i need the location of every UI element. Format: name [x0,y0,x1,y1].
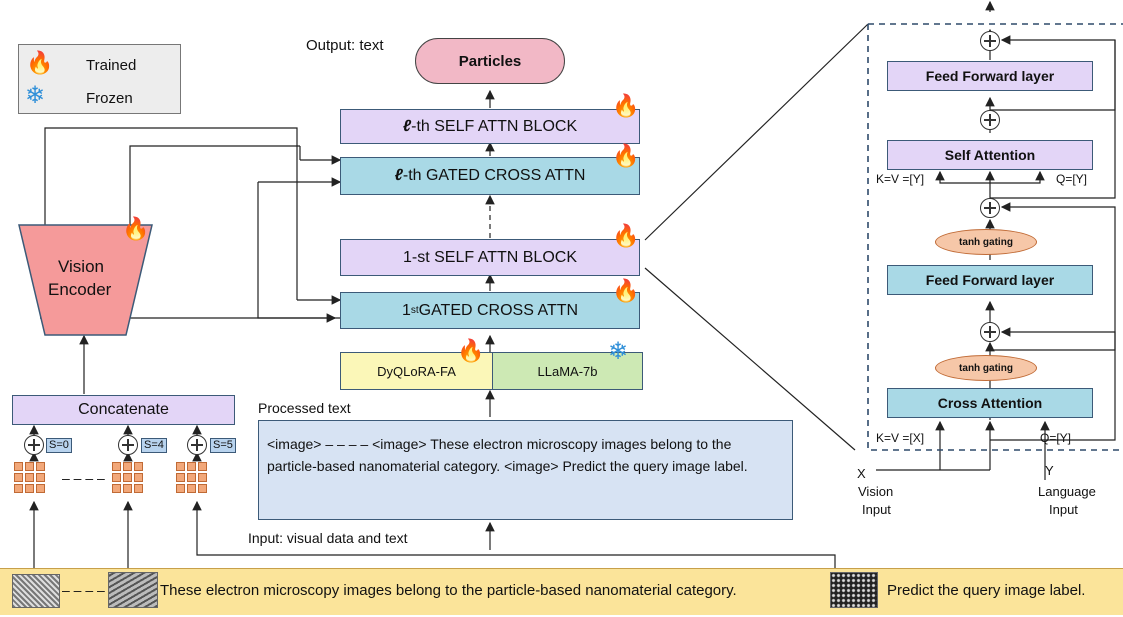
snowflake-icon: ❄ [608,338,629,365]
detail-vision-input-1: Vision [858,484,894,499]
s-badge-0: S=0 [46,438,72,453]
patch-grid-icon [112,462,143,493]
l-th-cross-label: -th GATED CROSS ATTN [402,167,586,184]
detail-language-input-2: Input [1049,502,1078,517]
vision-encoder-label-1: Vision [58,257,104,276]
first-self-label: 1-st SELF ATTN BLOCK [403,248,577,266]
first-self-attn-block: 1-st SELF ATTN BLOCK [340,239,640,276]
plus-icon [24,435,44,455]
fire-icon: 🔥 [612,278,640,303]
l-th-cross-prefix: ℓ [394,167,403,184]
input-bar [0,568,1123,615]
concatenate-block: Concatenate [12,395,235,425]
fire-icon: 🔥 [612,223,640,248]
input-label: Input: visual data and text [248,530,408,546]
vision-encoder-label-2: Encoder [48,280,112,299]
plus-icon [980,322,1000,342]
legend-frozen-label: Frozen [86,90,133,107]
detail-self-attn: Self Attention [887,140,1093,170]
patch-grid-icon [176,462,207,493]
detail-cross-attn: Cross Attention [887,388,1093,418]
detail-kv-x: K=V =[X] [876,431,925,445]
patch-grid-icon [14,462,45,493]
dyqlora-label: DyQLoRA-FA [377,363,456,379]
plus-icon [187,435,207,455]
output-label: Output: text [306,37,384,54]
llama-block: LLaMA-7b [492,352,643,390]
fire-icon: 🔥 [26,50,54,75]
legend-box [18,44,181,114]
detail-ff-top-label: Feed Forward layer [925,68,1055,84]
microscopy-image-2 [108,572,158,608]
query-image [830,572,878,608]
vision-encoder-shape [18,224,153,336]
s-badge-5: S=5 [210,438,236,453]
detail-ff-mid: Feed Forward layer [887,265,1093,295]
bottom-text: These electron microscopy images belong … [160,582,737,599]
detail-ff-mid-label: Feed Forward layer [925,272,1055,288]
l-th-gated-cross-attn: ℓ-th GATED CROSS ATTN [340,157,640,195]
detail-tanh-bottom-label: tanh gating [959,362,1013,374]
particles-output: Particles [415,38,565,84]
detail-ff-top: Feed Forward layer [887,61,1093,91]
l-th-self-prefix: ℓ [402,117,412,135]
ellipsis-dashes: ‒ ‒ ‒ ‒ [62,470,105,486]
detail-tanh-top-label: tanh gating [959,236,1013,248]
detail-cross-attn-label: Cross Attention [937,395,1043,411]
detail-language-input-1: Language [1038,484,1096,499]
detail-kv-y: K=V =[Y] [876,172,925,186]
detail-q-y-top: Q=[Y] [1056,172,1088,186]
fire-icon: 🔥 [612,143,640,168]
fire-icon: 🔥 [122,216,150,241]
snowflake-icon: ❄ [25,82,46,109]
concatenate-label: Concatenate [78,401,169,418]
processed-text-label: Processed text [258,400,351,416]
plus-icon [118,435,138,455]
l-th-self-label: -th SELF ATTN BLOCK [411,117,578,135]
processed-text-box: <image> ‒ ‒ ‒ ‒ <image> These electron m… [258,420,793,520]
fire-icon: 🔥 [457,338,485,363]
detail-y: Y [1045,463,1054,478]
fire-icon: 🔥 [612,93,640,118]
first-cross-prefix: 1 [401,301,411,319]
plus-icon [980,31,1000,51]
bottom-query: Predict the query image label. [887,582,1086,599]
detail-self-attn-label: Self Attention [944,147,1036,163]
detail-tanh-top: tanh gating [935,229,1037,255]
detail-x: X [857,466,866,481]
legend-trained-label: Trained [86,57,137,74]
l-th-self-attn-block: ℓ-th SELF ATTN BLOCK [340,109,640,144]
dyqlora-fa-block: DyQLoRA-FA [340,352,493,390]
microscopy-image-1 [12,574,60,608]
ellipsis-dashes: ‒ ‒ ‒ ‒ [62,582,105,598]
particles-label: Particles [458,52,522,70]
processed-text-content: <image> ‒ ‒ ‒ ‒ <image> These electron m… [267,436,748,474]
plus-icon [980,110,1000,130]
detail-q-y-bottom: Q=[Y] [1040,431,1072,445]
first-cross-label: GATED CROSS ATTN [418,301,579,319]
s-badge-4: S=4 [141,438,167,453]
first-cross-sup: st [410,305,419,316]
plus-icon [980,198,1000,218]
llama-label: LLaMA-7b [537,363,598,379]
detail-tanh-bottom: tanh gating [935,355,1037,381]
detail-vision-input-2: Input [862,502,891,517]
